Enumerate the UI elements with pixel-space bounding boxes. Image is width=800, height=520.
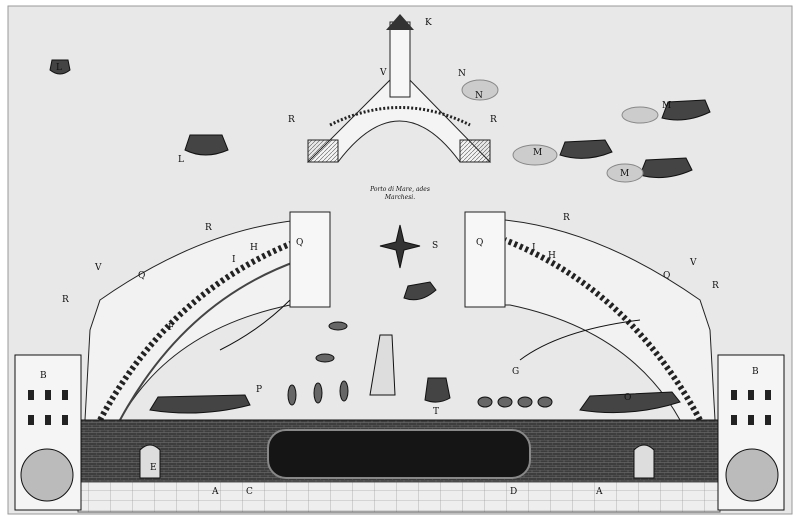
label-q-left: Q: [296, 238, 303, 248]
label-r-mid-right: R: [563, 213, 570, 223]
label-m1: M: [662, 101, 671, 111]
label-h-right: H: [548, 251, 556, 261]
label-v-left: V: [94, 263, 102, 273]
label-r-top-right: R: [490, 115, 497, 125]
label-v-top: V: [379, 68, 387, 78]
label-l2: L: [178, 155, 184, 165]
label-a-right: A: [595, 487, 603, 497]
label-k: K: [425, 18, 432, 28]
label-c: C: [246, 487, 253, 497]
label-g: G: [512, 367, 519, 377]
lighthouse: [389, 21, 411, 98]
label-l1: L: [56, 63, 62, 73]
harbor-arms: [84, 211, 716, 422]
coat-of-arms-right: [725, 448, 779, 502]
caption-line-2: Marchesi.: [384, 194, 415, 201]
label-m2: M: [533, 148, 542, 158]
label-q-right: Q: [476, 238, 483, 248]
label-h-left: H: [250, 243, 258, 253]
corner-towers: [14, 354, 785, 511]
label-e: E: [150, 463, 157, 473]
label-r-far-right: R: [712, 281, 719, 291]
label-i-right: I: [532, 243, 536, 253]
label-q-right2: Q: [663, 271, 670, 281]
label-v-right: V: [689, 258, 697, 268]
label-b-right: B: [752, 367, 759, 377]
label-n1: N: [458, 69, 466, 79]
ships: [49, 59, 711, 414]
label-m3: M: [620, 169, 629, 179]
label-d: D: [510, 487, 517, 497]
label-p: P: [256, 385, 262, 395]
label-b-left: B: [40, 371, 47, 381]
compass-rose: [379, 224, 421, 269]
label-r-mid-left: R: [205, 223, 212, 233]
front-wall: [77, 419, 721, 513]
label-r-far-left: R: [62, 295, 69, 305]
letter-labels: K V N N R R M M M L L R R R R Q Q Q Q S …: [40, 18, 759, 497]
label-t: T: [433, 407, 439, 417]
upper-mole: [306, 14, 492, 163]
caption-line-1: Porto di Mare, ades: [369, 186, 430, 193]
label-o: O: [624, 393, 631, 403]
label-n2: N: [475, 91, 483, 101]
coat-of-arms-left: [20, 448, 74, 502]
label-a-left: A: [211, 487, 219, 497]
smoke-clouds: [461, 79, 659, 183]
label-i-left: I: [232, 255, 236, 265]
label-r-top-left: R: [288, 115, 295, 125]
inner-basin: [267, 429, 531, 479]
label-f: F: [168, 323, 174, 333]
label-s: S: [432, 241, 438, 251]
label-q-left2: Q: [138, 271, 145, 281]
